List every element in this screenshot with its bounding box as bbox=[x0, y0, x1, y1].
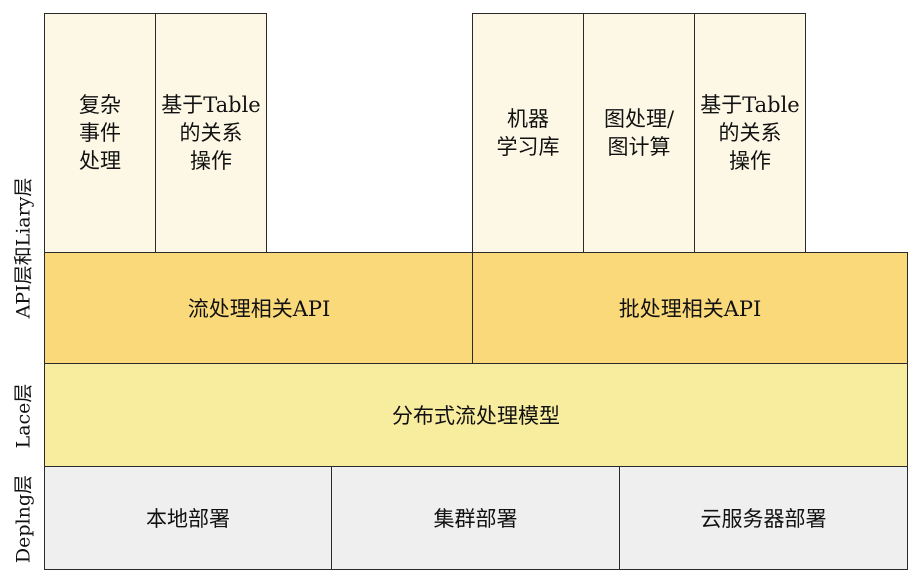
deploy-cluster-label: 集群部署 bbox=[433, 507, 518, 531]
deploy-cluster-box: 集群部署 bbox=[331, 466, 620, 570]
library-label-graph: 图处理/ 图计算 bbox=[603, 107, 675, 159]
library-box-table-batch: 基于Table 的关系 操作 bbox=[694, 13, 806, 253]
stream-api-box: 流处理相关API bbox=[44, 252, 474, 364]
library-box-graph: 图处理/ 图计算 bbox=[583, 13, 695, 253]
runtime-box: 分布式流处理模型 bbox=[44, 363, 908, 467]
library-label-table-batch: 基于Table 的关系 操作 bbox=[700, 93, 800, 173]
runtime-label: 分布式流处理模型 bbox=[392, 404, 560, 428]
batch-api-label: 批处理相关API bbox=[618, 297, 762, 321]
deploy-cloud-label: 云服务器部署 bbox=[700, 507, 827, 531]
stream-api-label: 流处理相关API bbox=[187, 297, 331, 321]
deploy-local-box: 本地部署 bbox=[44, 466, 332, 570]
library-label-cep: 复杂 事件 处理 bbox=[79, 93, 121, 173]
core-layer-label: Lace层 bbox=[12, 383, 35, 449]
api-library-layer-label: API层和Liary层 bbox=[12, 177, 35, 319]
deploy-layer-label: Deplng层 bbox=[12, 474, 35, 564]
deploy-local-label: 本地部署 bbox=[146, 507, 230, 531]
library-box-cep: 复杂 事件 处理 bbox=[44, 13, 156, 253]
batch-api-box: 批处理相关API bbox=[472, 252, 908, 364]
library-box-table-stream: 基于Table 的关系 操作 bbox=[155, 13, 267, 253]
library-label-table-stream: 基于Table 的关系 操作 bbox=[161, 93, 261, 173]
library-label-ml: 机器 学习库 bbox=[496, 107, 560, 159]
library-box-ml: 机器 学习库 bbox=[472, 13, 584, 253]
deploy-cloud-box: 云服务器部署 bbox=[619, 466, 908, 570]
